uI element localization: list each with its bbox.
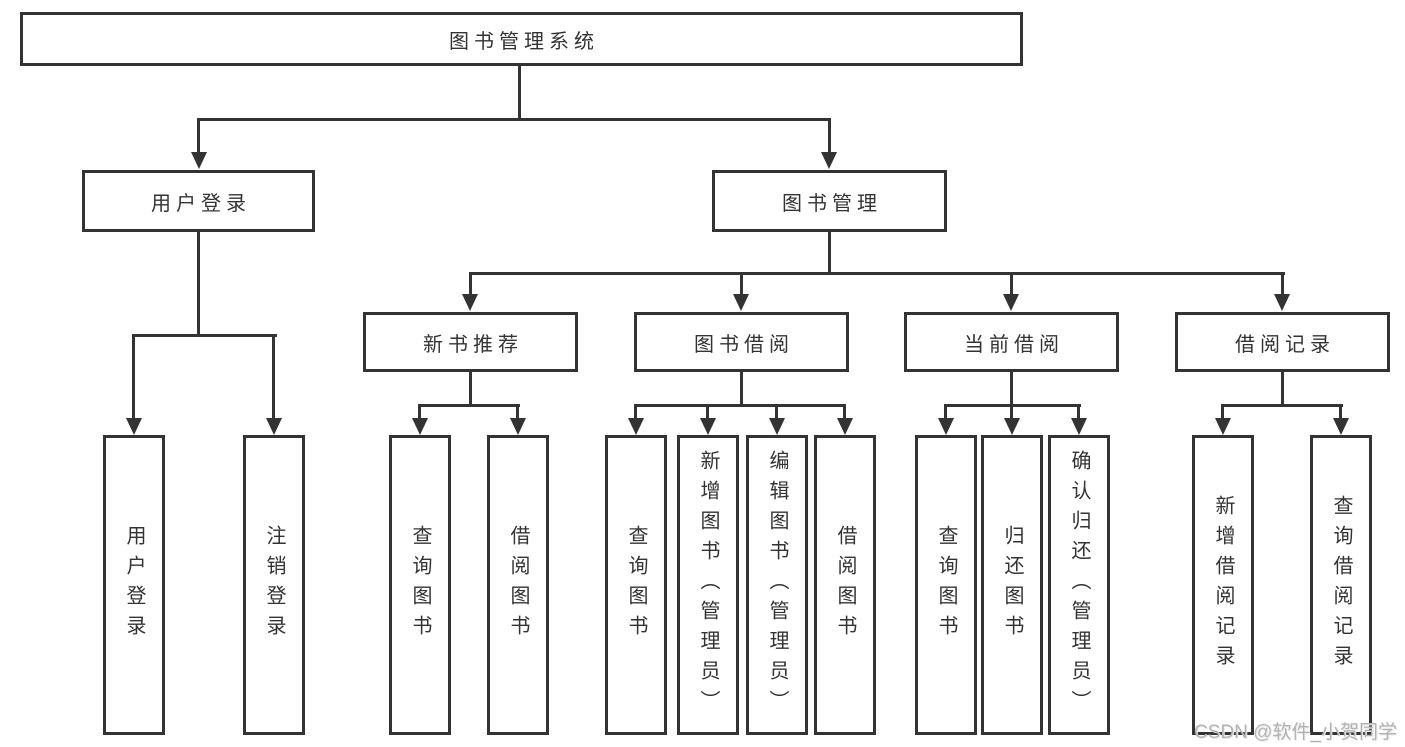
leaf-query-book-borrowing: 查询图书 <box>605 435 667 735</box>
arrow-down-icon <box>1003 294 1019 311</box>
node-label: 新增借阅记录 <box>1212 495 1234 675</box>
arrow-down-icon <box>837 418 853 435</box>
connector-line <box>132 334 277 337</box>
arrow-down-icon <box>733 294 749 311</box>
connector-line <box>634 404 846 407</box>
node-label: 归还图书 <box>1001 525 1023 645</box>
connector-line <box>132 334 135 420</box>
leaf-add-borrow-record: 新增借阅记录 <box>1192 435 1254 735</box>
arrow-down-icon <box>1274 294 1290 311</box>
leaf-query-book-recommend: 查询图书 <box>389 435 451 735</box>
connector-line <box>1077 404 1080 420</box>
connector-line <box>516 404 519 420</box>
arrow-down-icon <box>769 418 785 435</box>
node-current-borrowing: 当前借阅 <box>904 312 1119 372</box>
leaf-query-borrow-record: 查询借阅记录 <box>1310 435 1372 735</box>
arrow-down-icon <box>412 418 428 435</box>
leaf-add-book-admin: 新增图书（管理员） <box>677 435 739 735</box>
connector-line <box>1010 372 1013 407</box>
connector-line <box>418 404 520 407</box>
leaf-logout: 注销登录 <box>243 435 305 735</box>
connector-line <box>518 63 521 120</box>
leaf-return-book: 归还图书 <box>981 435 1043 735</box>
csdn-watermark: CSDN @软件_小贺同学 <box>1194 722 1397 743</box>
connector-line <box>1339 404 1342 420</box>
node-label: 确认归还（管理员） <box>1068 450 1090 720</box>
connector-line <box>469 272 1285 275</box>
arrow-down-icon <box>700 418 716 435</box>
node-user-login: 用户登录 <box>82 170 315 232</box>
node-label: 借阅记录 <box>1235 333 1335 356</box>
connector-line <box>828 232 831 275</box>
node-root-library-system: 图书管理系统 <box>20 12 1023 66</box>
node-label: 新增图书（管理员） <box>697 450 719 720</box>
connector-line <box>843 404 846 420</box>
leaf-edit-book-admin: 编辑图书（管理员） <box>746 435 808 735</box>
connector-line <box>469 372 472 407</box>
arrow-down-icon <box>191 152 207 169</box>
node-label: 查询图书 <box>935 525 957 645</box>
leaf-borrow-book-recommend: 借阅图书 <box>487 435 549 735</box>
connector-line <box>740 372 743 407</box>
connector-line <box>740 272 743 296</box>
arrow-down-icon <box>510 418 526 435</box>
node-label: 图书管理系统 <box>449 30 599 53</box>
node-label: 图书借阅 <box>694 333 794 356</box>
node-label: 编辑图书（管理员） <box>766 450 788 720</box>
arrow-down-icon <box>462 294 478 311</box>
node-label: 查询图书 <box>625 525 647 645</box>
leaf-user-login: 用户登录 <box>103 435 165 735</box>
node-label: 新书推荐 <box>423 333 523 356</box>
connector-line <box>944 404 947 420</box>
arrow-down-icon <box>1071 418 1087 435</box>
connector-line <box>1281 272 1284 296</box>
connector-line <box>1010 272 1013 296</box>
arrow-down-icon <box>1215 418 1231 435</box>
arrow-down-icon <box>126 418 142 435</box>
connector-line <box>1221 404 1224 420</box>
connector-line <box>197 118 831 121</box>
node-label: 注销登录 <box>263 525 285 645</box>
node-label: 借阅图书 <box>834 525 856 645</box>
connector-line <box>634 404 637 420</box>
connector-line <box>775 404 778 420</box>
connector-line <box>1281 372 1284 407</box>
node-label: 借阅图书 <box>507 525 529 645</box>
leaf-borrow-book: 借阅图书 <box>814 435 876 735</box>
connector-line <box>272 334 275 420</box>
node-book-borrowing: 图书借阅 <box>634 312 849 372</box>
node-label: 查询借阅记录 <box>1330 495 1352 675</box>
node-borrowing-records: 借阅记录 <box>1175 312 1390 372</box>
node-book-management: 图书管理 <box>712 170 947 232</box>
node-label: 当前借阅 <box>964 333 1064 356</box>
arrow-down-icon <box>628 418 644 435</box>
arrow-down-icon <box>1333 418 1349 435</box>
connector-line <box>706 404 709 420</box>
node-label: 用户登录 <box>151 192 251 215</box>
connector-line <box>828 118 831 154</box>
arrow-down-icon <box>266 418 282 435</box>
connector-line <box>1221 404 1343 407</box>
connector-line <box>418 404 421 420</box>
connector-line <box>469 272 472 296</box>
arrow-down-icon <box>1004 418 1020 435</box>
connector-line <box>197 232 200 337</box>
node-label: 用户登录 <box>123 525 145 645</box>
arrow-down-icon <box>938 418 954 435</box>
node-label: 图书管理 <box>782 192 882 215</box>
leaf-confirm-return-admin: 确认归还（管理员） <box>1048 435 1110 735</box>
arrow-down-icon <box>821 152 837 169</box>
connector-line <box>1010 404 1013 420</box>
node-label: 查询图书 <box>409 525 431 645</box>
leaf-query-book-current: 查询图书 <box>915 435 977 735</box>
connector-line <box>197 118 200 154</box>
node-new-book-recommendation: 新书推荐 <box>363 312 578 372</box>
